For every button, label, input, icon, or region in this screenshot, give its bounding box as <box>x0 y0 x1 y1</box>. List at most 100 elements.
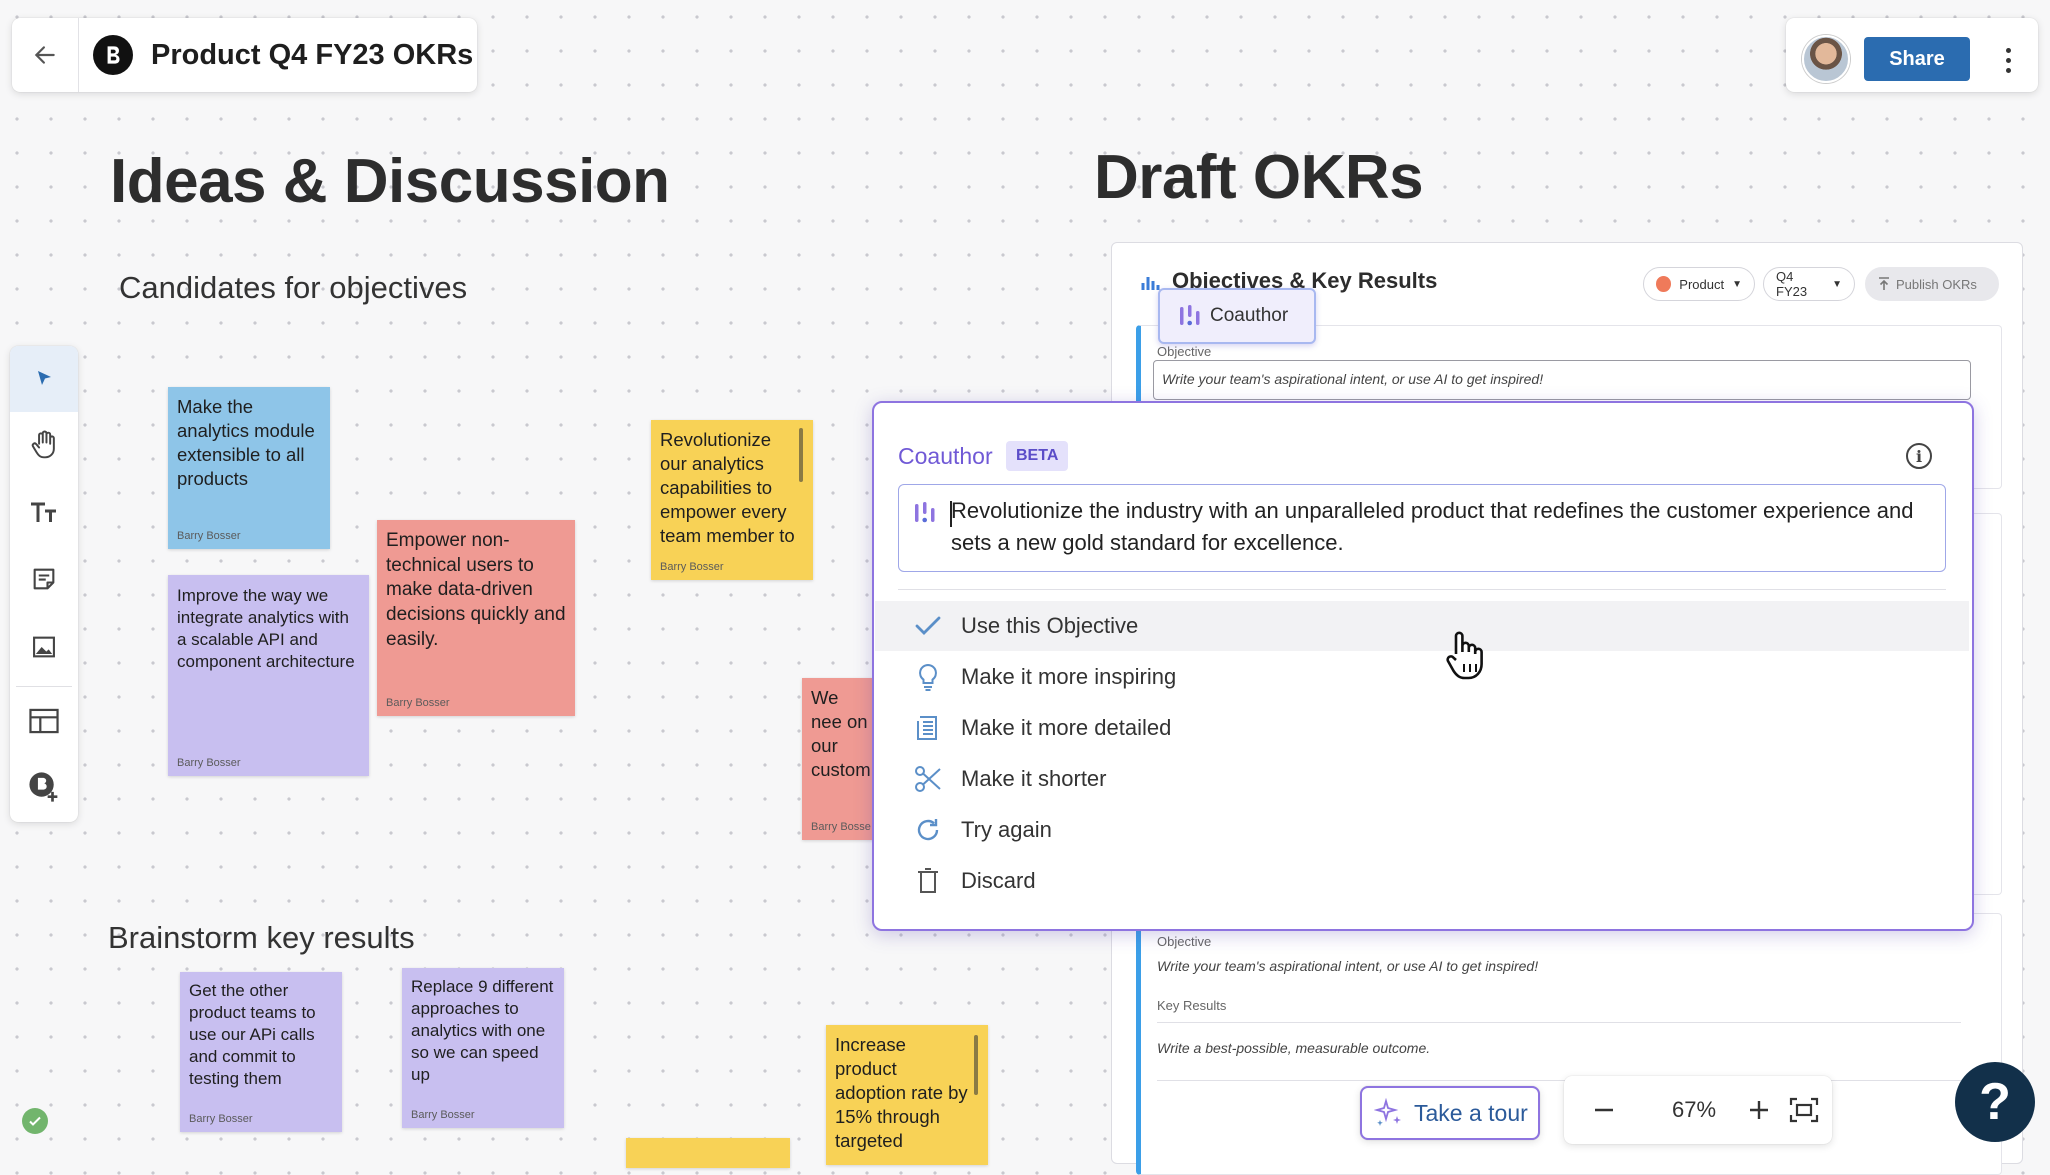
sticky-note-author: Barry Bosser <box>189 1113 253 1125</box>
app-logo-icon[interactable] <box>93 35 133 75</box>
zoom-level: 67% <box>1671 1097 1717 1122</box>
upload-icon <box>1879 277 1889 290</box>
back-button[interactable] <box>12 18 79 92</box>
coauthor-tag-label: Coauthor <box>1210 305 1289 326</box>
period-filter-label: Q4 FY23 <box>1776 269 1808 299</box>
option-label: Try again <box>961 817 1052 842</box>
plus-icon <box>1750 1101 1768 1119</box>
user-avatar[interactable] <box>1802 35 1850 83</box>
coauthor-icon <box>1180 305 1200 326</box>
sticky-note[interactable]: Empower non-technical users to make data… <box>377 520 575 716</box>
text-tool[interactable] <box>10 480 78 546</box>
board-title[interactable]: Product Q4 FY23 OKRs <box>151 38 474 71</box>
zoom-in-button[interactable] <box>1734 1076 1784 1144</box>
sticky-note[interactable]: Replace 9 different approaches to analyt… <box>402 968 564 1128</box>
option-label: Use this Objective <box>961 613 1139 638</box>
sticky-note-text: Get the other product teams to use our A… <box>189 981 316 1089</box>
fit-screen-icon <box>1789 1097 1819 1123</box>
more-options-icon[interactable] <box>1998 40 2018 80</box>
ideas-heading: Ideas & Discussion <box>110 147 670 216</box>
take-a-tour-button[interactable]: Take a tour <box>1360 1086 1540 1140</box>
product-filter[interactable]: Product ▼ <box>1643 267 1755 301</box>
objective-input[interactable]: Write your team's aspirational intent, o… <box>1157 958 1539 974</box>
add-okr-icon <box>29 772 58 802</box>
sticky-note-tool[interactable] <box>10 546 78 612</box>
product-filter-label: Product <box>1679 276 1725 292</box>
sync-status-icon <box>22 1108 48 1134</box>
pan-tool[interactable] <box>10 412 78 478</box>
sparkles-icon <box>1374 1098 1401 1126</box>
objective-label: Objective <box>1157 344 1212 359</box>
sticky-note[interactable] <box>626 1138 790 1168</box>
period-filter[interactable]: Q4 FY23 ▼ <box>1763 267 1855 301</box>
discard-option[interactable]: Discard <box>875 856 1969 906</box>
key-results-label: Key Results <box>1157 998 1227 1013</box>
add-okr-tool[interactable] <box>10 754 78 820</box>
more-detailed-option[interactable]: Make it more detailed <box>875 703 1969 753</box>
minus-icon <box>1595 1108 1613 1112</box>
sticky-note-text: Replace 9 different approaches to analyt… <box>411 977 554 1085</box>
option-label: Make it more inspiring <box>961 664 1177 689</box>
sticky-note[interactable]: We nee on our custom Barry Bosse <box>802 678 882 840</box>
zoom-controls: 67% <box>1564 1076 1832 1144</box>
sticky-note-text: We nee on our custom <box>811 687 871 781</box>
coauthor-popup-title: Coauthor <box>898 443 993 469</box>
sticky-note-author: Barry Bosser <box>386 697 450 709</box>
template-icon <box>29 708 59 734</box>
divider <box>1157 1022 1961 1023</box>
publish-okrs-label: Publish OKRs <box>1896 276 1977 292</box>
sticky-note-author: Barry Bosse <box>811 821 871 833</box>
template-tool[interactable] <box>10 688 78 754</box>
candidates-heading: Candidates for objectives <box>119 270 468 305</box>
brainstorm-heading: Brainstorm key results <box>108 920 415 955</box>
scissors-icon <box>915 766 941 792</box>
sticky-note-author: Barry Bosser <box>411 1109 475 1121</box>
objective-label: Objective <box>1157 934 1212 949</box>
sticky-note-text: Improve the way we integrate analytics w… <box>177 586 355 672</box>
try-again-option[interactable]: Try again <box>875 805 1969 855</box>
sticky-note[interactable]: Make the analytics module extensible to … <box>168 387 330 549</box>
publish-okrs-button[interactable]: Publish OKRs <box>1865 267 1999 301</box>
option-label: Discard <box>961 868 1036 893</box>
beta-badge: BETA <box>1006 441 1069 471</box>
sticky-note[interactable]: Get the other product teams to use our A… <box>180 972 342 1132</box>
sticky-note-author: Barry Bosser <box>177 757 241 769</box>
canvas-toolbar <box>10 346 78 822</box>
sticky-note[interactable]: Increase product adoption rate by 15% th… <box>826 1025 988 1165</box>
option-label: Make it shorter <box>961 766 1107 791</box>
sticky-note[interactable]: Improve the way we integrate analytics w… <box>168 575 369 776</box>
suggestion-box[interactable]: Revolutionize the industry with an unpar… <box>898 484 1946 572</box>
objective-input[interactable]: Write your team's aspirational intent, o… <box>1153 360 1971 400</box>
scrollbar[interactable] <box>799 428 803 482</box>
sticky-note-text: Empower non-technical users to make data… <box>386 530 566 650</box>
sticky-note-text: Increase product adoption rate by 15% th… <box>835 1034 968 1152</box>
use-objective-option[interactable]: Use this Objective <box>875 601 1969 651</box>
lightbulb-icon <box>919 663 937 691</box>
key-result-input[interactable]: Write a best-possible, measurable outcom… <box>1157 1040 1431 1056</box>
toolbar-divider <box>16 686 72 687</box>
select-tool[interactable] <box>10 346 78 412</box>
option-label: Make it more detailed <box>961 715 1172 740</box>
top-right-actions: Share <box>1786 18 2038 92</box>
cursor-arrow-icon <box>38 371 51 385</box>
document-lines-icon <box>917 716 937 740</box>
share-button[interactable]: Share <box>1864 37 1970 81</box>
sticky-note[interactable]: Revolutionize our analytics capabilities… <box>651 420 813 580</box>
zoom-out-button[interactable] <box>1574 1076 1634 1144</box>
scrollbar[interactable] <box>974 1035 978 1095</box>
more-inspiring-option[interactable]: Make it more inspiring <box>875 652 1969 702</box>
coauthor-tag[interactable]: Coauthor <box>1158 288 1316 344</box>
coauthor-popup: Coauthor BETA i Revolutionize the indust… <box>872 401 1974 931</box>
image-icon <box>33 636 55 658</box>
arrow-left-icon <box>34 46 55 64</box>
sticky-note-text: Make the analytics module extensible to … <box>177 396 315 490</box>
make-shorter-option[interactable]: Make it shorter <box>875 754 1969 804</box>
image-tool[interactable] <box>10 614 78 680</box>
help-button[interactable]: ? <box>1955 1062 2035 1142</box>
fit-to-screen-button[interactable] <box>1776 1076 1832 1144</box>
refresh-icon <box>917 819 939 841</box>
info-icon[interactable]: i <box>1906 443 1932 469</box>
sticky-note-author: Barry Bosser <box>660 561 724 573</box>
sticky-note-text: Revolutionize our analytics capabilities… <box>660 429 795 547</box>
coauthor-icon <box>915 502 935 523</box>
